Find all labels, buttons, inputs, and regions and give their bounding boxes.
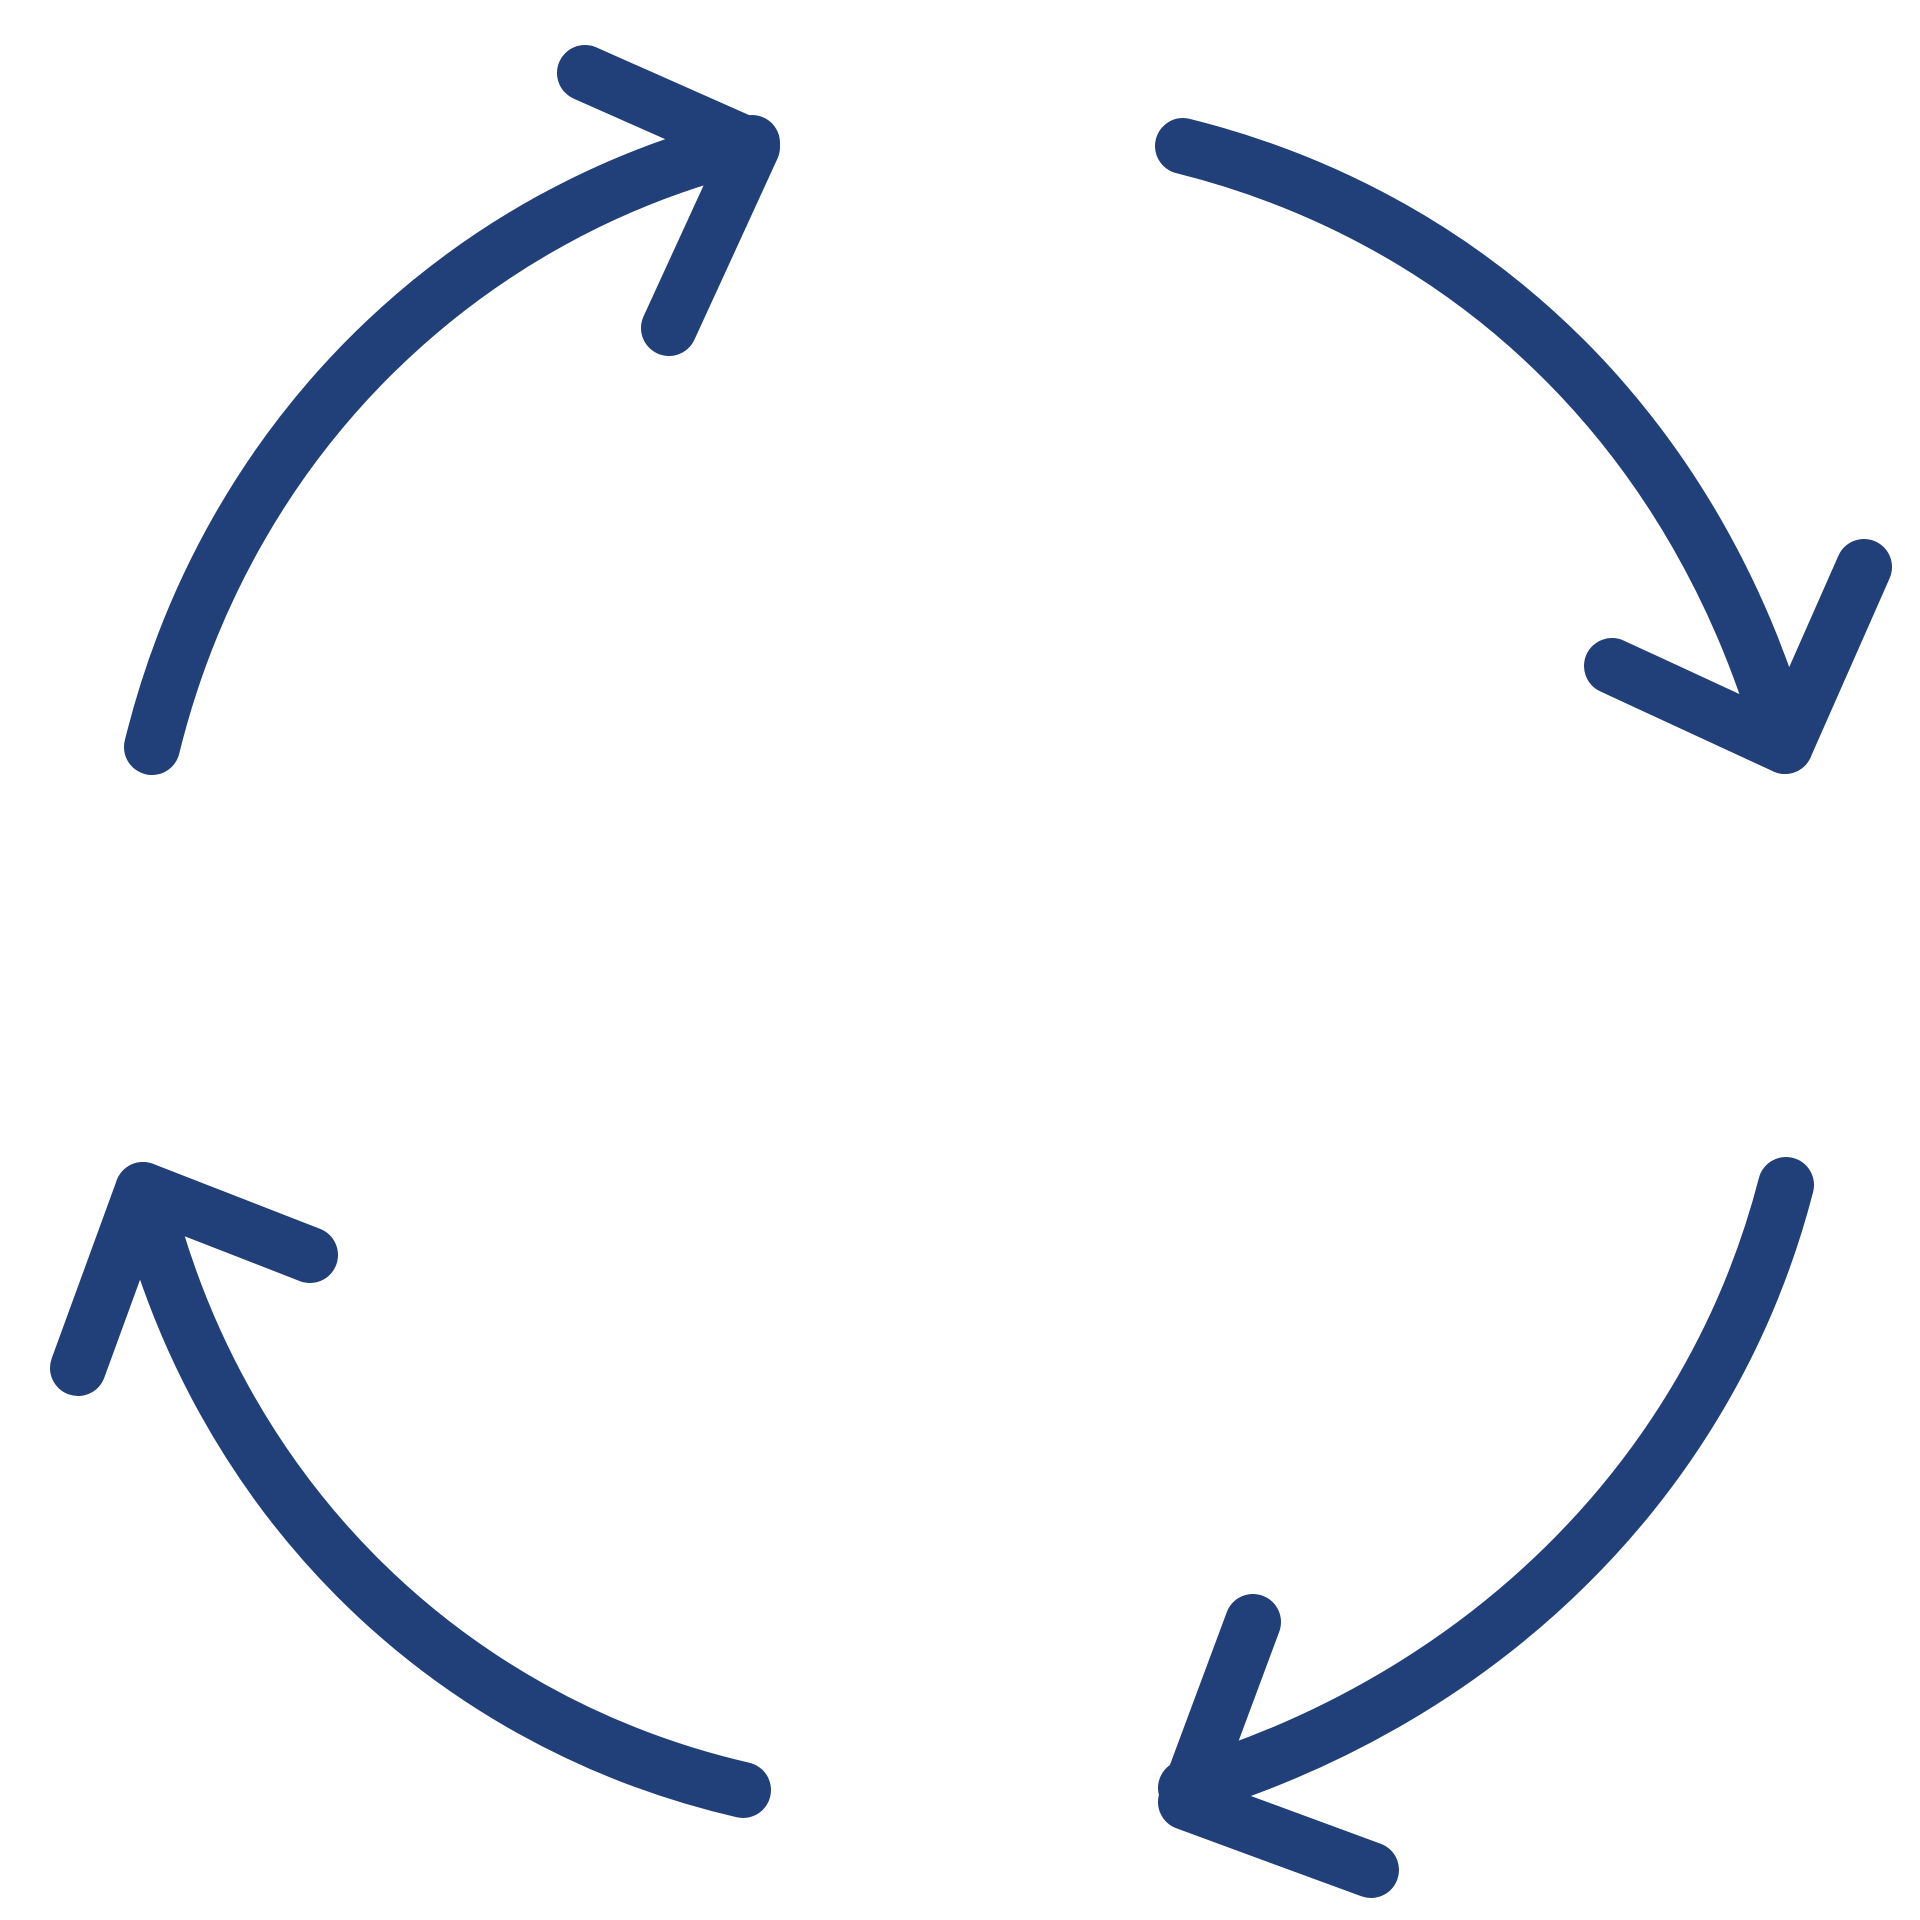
curved-arrow-top-left-icon [124, 45, 780, 775]
curved-arrow-bottom-right-icon [1158, 1157, 1814, 1898]
curved-arrow-bottom-left-icon [50, 1162, 771, 1818]
curved-arrow-top-right-icon [1155, 118, 1892, 774]
